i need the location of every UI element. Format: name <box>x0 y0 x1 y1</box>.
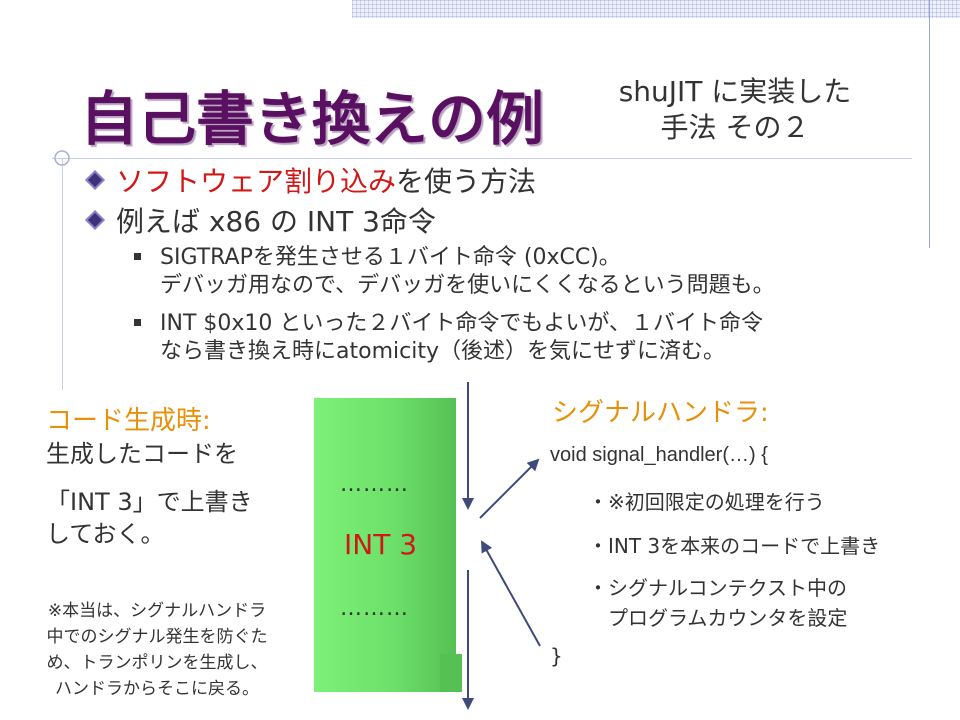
footnote-line: ※本当は、シグナルハンドラ <box>47 601 267 621</box>
bullet-int3-example: 例えば x86 の INT 3命令 <box>85 200 436 240</box>
arrow-return-icon <box>481 540 541 647</box>
codegen-line: しておく。 <box>46 520 165 548</box>
slide-subtitle: shuJIT に実装した 手法 その２ <box>580 74 890 146</box>
bullet-text: を使う方法 <box>396 165 537 198</box>
decorative-horizontal-line <box>52 158 912 159</box>
code-ellipsis: ……… <box>340 472 409 497</box>
sub-bullet-sigtrap: SIGTRAPを発生させる１バイト命令 (0xCC)。 デバッガ用なので、デバッ… <box>134 244 775 300</box>
code-ellipsis: ……… <box>340 596 409 621</box>
codegen-line: 生成したコードを <box>46 440 238 468</box>
sub-bullet-line: SIGTRAPを発生させる１バイト命令 (0xCC)。 <box>160 245 621 270</box>
handler-heading: シグナルハンドラ: <box>552 398 769 428</box>
sub-bullet-line: デバッガ用なので、デバッガを使いにくくなるという問題も。 <box>160 273 775 298</box>
bullet-software-interrupt: ソフトウェア割り込みを使う方法 <box>85 160 537 200</box>
sub-bullet-two-byte: INT $0x10 といった２バイト命令でもよいが、１バイト命令 なら書き換え時… <box>134 310 763 366</box>
footnote-line: ハンドラからそこに戻る。 <box>55 679 259 699</box>
codegen-heading: コード生成時: <box>46 406 211 436</box>
handler-step: ・INT 3を本来のコードで上書き <box>588 534 881 558</box>
slide-title: 自己書き換えの例 <box>80 85 545 153</box>
bullet-highlight: ソフトウェア割り込み <box>116 165 397 198</box>
footnote-line: 中でのシグナル発生を防ぐた <box>46 627 268 647</box>
footnote-line: め、トランポリンを生成し、 <box>46 653 268 673</box>
bullet-text: 例えば x86 の INT 3命令 <box>116 205 436 238</box>
handler-step: プログラムカウンタを設定 <box>588 606 848 630</box>
footnote: ※本当は、シグナルハンドラ 中でのシグナル発生を防ぐた め、トランポリンを生成し… <box>14 598 300 702</box>
code-block <box>314 398 456 692</box>
handler-step: ・シグナルコンテクスト中の <box>588 576 847 600</box>
decorative-vertical-line <box>929 0 930 248</box>
sub-bullet-line: INT $0x10 といった２バイト命令でもよいが、１バイト命令 <box>160 311 763 336</box>
handler-signature: void signal_handler(…) { <box>550 444 768 466</box>
sub-bullet-line: なら書き換え時にatomicity（後述）を気にせずに済む。 <box>160 339 725 364</box>
code-int3-instruction: INT 3 <box>344 528 418 561</box>
code-block-fold <box>440 654 462 692</box>
handler-step: ・※初回限定の処理を行う <box>588 490 825 514</box>
decorative-vertical-line-left <box>62 158 63 390</box>
handler-close-brace: } <box>550 644 563 668</box>
subtitle-line: 手法 その２ <box>660 111 810 144</box>
square-bullet-icon <box>134 319 141 326</box>
arrow-to-handler-icon <box>479 458 540 519</box>
decorative-grid-bar <box>352 0 960 18</box>
square-bullet-icon <box>134 253 141 260</box>
subtitle-line: shuJIT に実装した <box>618 75 852 108</box>
codegen-quote: 「INT 3」で上書き <box>46 488 253 516</box>
crosshair-icon <box>54 150 70 166</box>
